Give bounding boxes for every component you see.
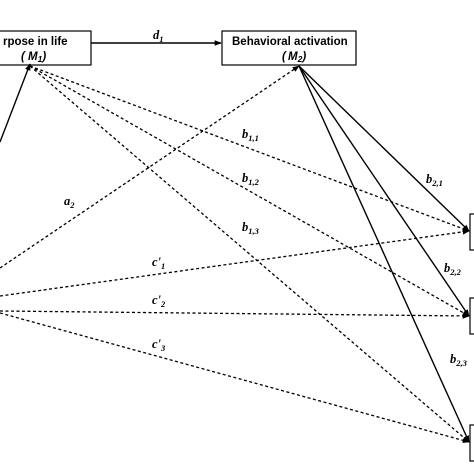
label-b23: b2,3 [450,352,468,368]
path-a1 [0,63,31,143]
label-c2: c'2 [152,293,166,309]
m2-box [221,30,357,66]
m2-title: Behavioral activation [232,36,348,48]
label-b13: b1,3 [242,220,260,236]
outcome-1-box [469,213,474,251]
path-b21 [298,65,470,232]
path-b13 [29,65,470,443]
m1-label: M1) [28,51,46,64]
m1-title: rpose in life [3,36,68,48]
label-a2: a2 [64,194,75,210]
path-a2 [0,65,300,269]
label-c3: c'3 [152,337,166,353]
label-d1: d1 [153,28,164,44]
label-b21: b2,1 [426,172,443,188]
label-b11: b1,1 [242,127,259,143]
path-b11 [29,65,470,232]
m2-label: M2) [288,51,306,64]
outcome-3-box [469,424,474,462]
m1-box [0,30,92,66]
label-c1: c'1 [152,255,165,271]
path-c1 [0,229,470,297]
svg-text:(: ( [21,51,26,63]
path-b23 [298,65,470,443]
svg-text:(: ( [282,51,287,63]
outcome-2-box [469,297,474,335]
path-b22 [298,65,470,317]
path-b12 [29,65,470,317]
path-c2 [0,310,470,319]
label-b12: b1,2 [242,171,260,187]
label-b22: b2,2 [444,261,462,277]
path-c3 [0,312,470,444]
